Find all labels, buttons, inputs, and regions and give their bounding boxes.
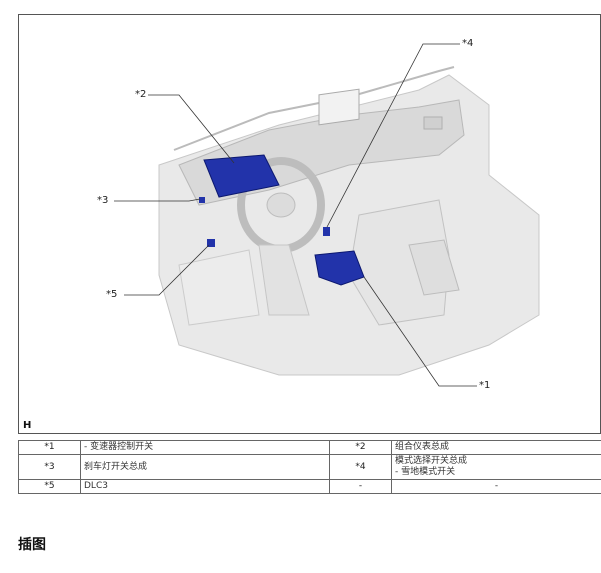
- table-row: *3 刹车灯开关总成 *4 模式选择开关总成 - 雪地模式开关: [18, 454, 601, 480]
- section-title: 插图: [18, 537, 46, 553]
- dlc3-highlight: [207, 239, 215, 247]
- table-row: *5 DLC3 - -: [18, 479, 601, 494]
- legend-key: *1: [18, 440, 81, 455]
- callout-5: *5: [106, 289, 118, 300]
- figure-code: H: [23, 420, 32, 431]
- legend-key: *2: [329, 440, 392, 455]
- illustration-figure: *2 *3 *4 *5 *1 H: [18, 14, 601, 434]
- callout-4: *4: [462, 38, 474, 49]
- legend-key: *4: [329, 454, 392, 480]
- combination-meter-highlight: [203, 154, 280, 198]
- legend-value: 刹车灯开关总成: [80, 454, 330, 480]
- callout-3: *3: [97, 195, 109, 206]
- legend-value-line1: 模式选择开关总成: [395, 456, 468, 466]
- table-row: *1 - 变速器控制开关 *2 组合仪表总成: [18, 440, 601, 455]
- callout-1: *1: [479, 380, 491, 391]
- legend-value-line2: - 雪地模式开关: [395, 467, 456, 477]
- legend-key: *3: [18, 454, 81, 480]
- legend-key: -: [329, 479, 392, 494]
- mode-select-switch-highlight: [323, 227, 330, 236]
- callout-2: *2: [135, 89, 147, 100]
- legend-value: 组合仪表总成: [391, 440, 601, 455]
- legend-value: 模式选择开关总成 - 雪地模式开关: [391, 454, 601, 480]
- legend-value: -: [391, 479, 601, 494]
- legend-value: DLC3: [80, 479, 330, 494]
- shift-lever-highlight: [314, 250, 365, 286]
- legend-value: - 变速器控制开关: [80, 440, 330, 455]
- legend-key: *5: [18, 479, 81, 494]
- legend-table: *1 - 变速器控制开关 *2 组合仪表总成 *3 刹车灯开关总成 *4 模式选…: [18, 440, 601, 494]
- dashboard-illustration: [114, 43, 540, 387]
- stop-light-switch-highlight: [199, 197, 205, 203]
